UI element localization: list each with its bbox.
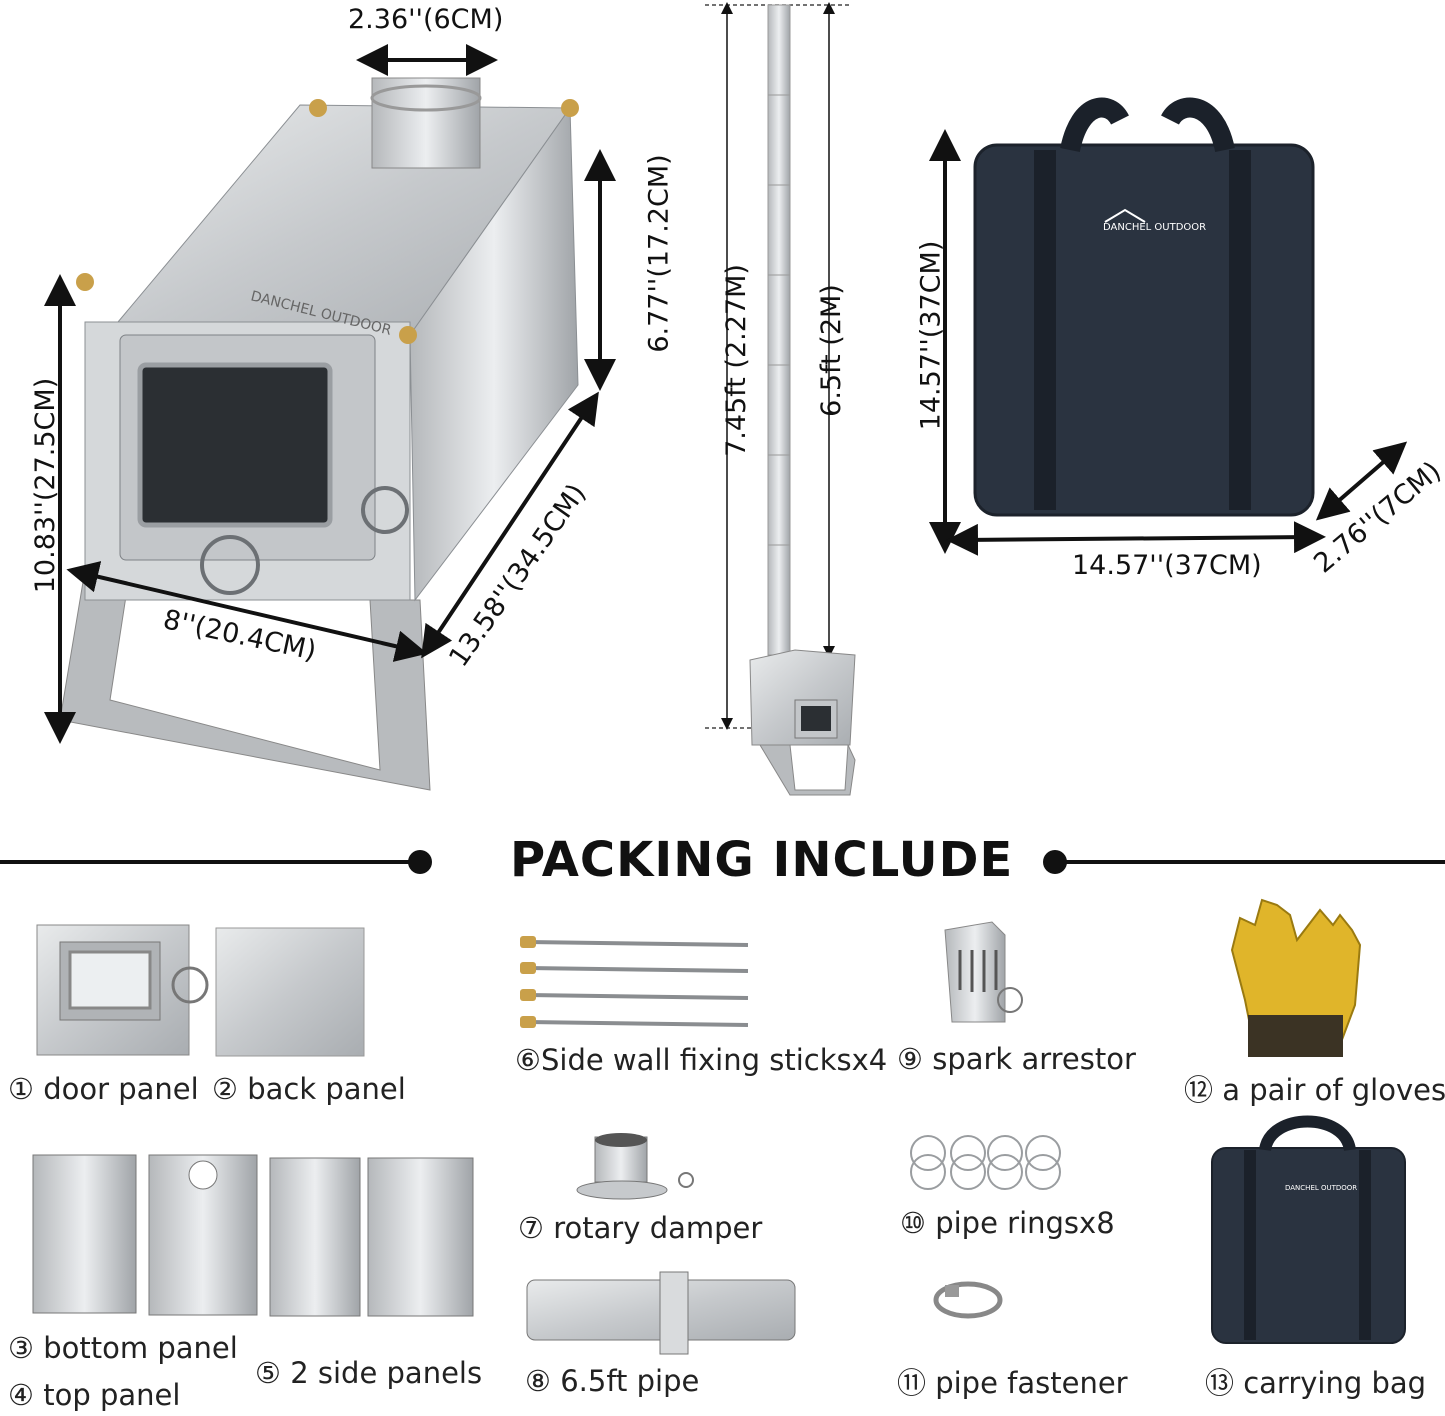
pipe-rings-label: ⑩ pipe ringsx8 (900, 1206, 1115, 1240)
carrying-bag-label: ⑬ carrying bag (1205, 1366, 1427, 1400)
gloves-label: ⑫ a pair of gloves (1184, 1073, 1445, 1107)
pipe-fastener-label: ⑪ pipe fastener (897, 1366, 1128, 1400)
bag-width-label: 14.57''(37CM) (1072, 550, 1262, 581)
pipe-height-label: 6.5ft (2M) (815, 284, 847, 417)
packing-include-title: PACKING INCLUDE (510, 832, 1014, 888)
total-height-label: 10.83''(27.5CM) (30, 377, 62, 594)
fixing-sticks-label: ⑥Side wall fixing sticksx4 (515, 1043, 888, 1077)
pipe-label: ⑧ 6.5ft pipe (525, 1364, 700, 1398)
side-panels-label: ⑤ 2 side panels (255, 1356, 483, 1390)
back-panel-label: ② back panel (212, 1072, 406, 1106)
spark-arrestor-label: ⑨ spark arrestor (897, 1042, 1136, 1076)
rotary-damper-label: ⑦ rotary damper (518, 1211, 763, 1245)
svg-text:DANCHEL OUTDOOR: DANCHEL OUTDOOR (1103, 222, 1206, 233)
bottom-panel-label: ③ bottom panel (8, 1331, 238, 1365)
door-panel-label: ① door panel (8, 1072, 199, 1106)
stove-box-height-label: 6.77''(17.2CM) (643, 154, 675, 353)
chimney-diameter-label: 2.36''(6CM) (348, 4, 504, 35)
bag-height-label: 14.57''(37CM) (915, 240, 947, 431)
svg-text:DANCHEL OUTDOOR: DANCHEL OUTDOOR (1285, 1184, 1357, 1192)
total-pipe-height-label: 7.45ft (2.27M) (720, 264, 752, 457)
top-panel-label: ④ top panel (8, 1378, 181, 1412)
